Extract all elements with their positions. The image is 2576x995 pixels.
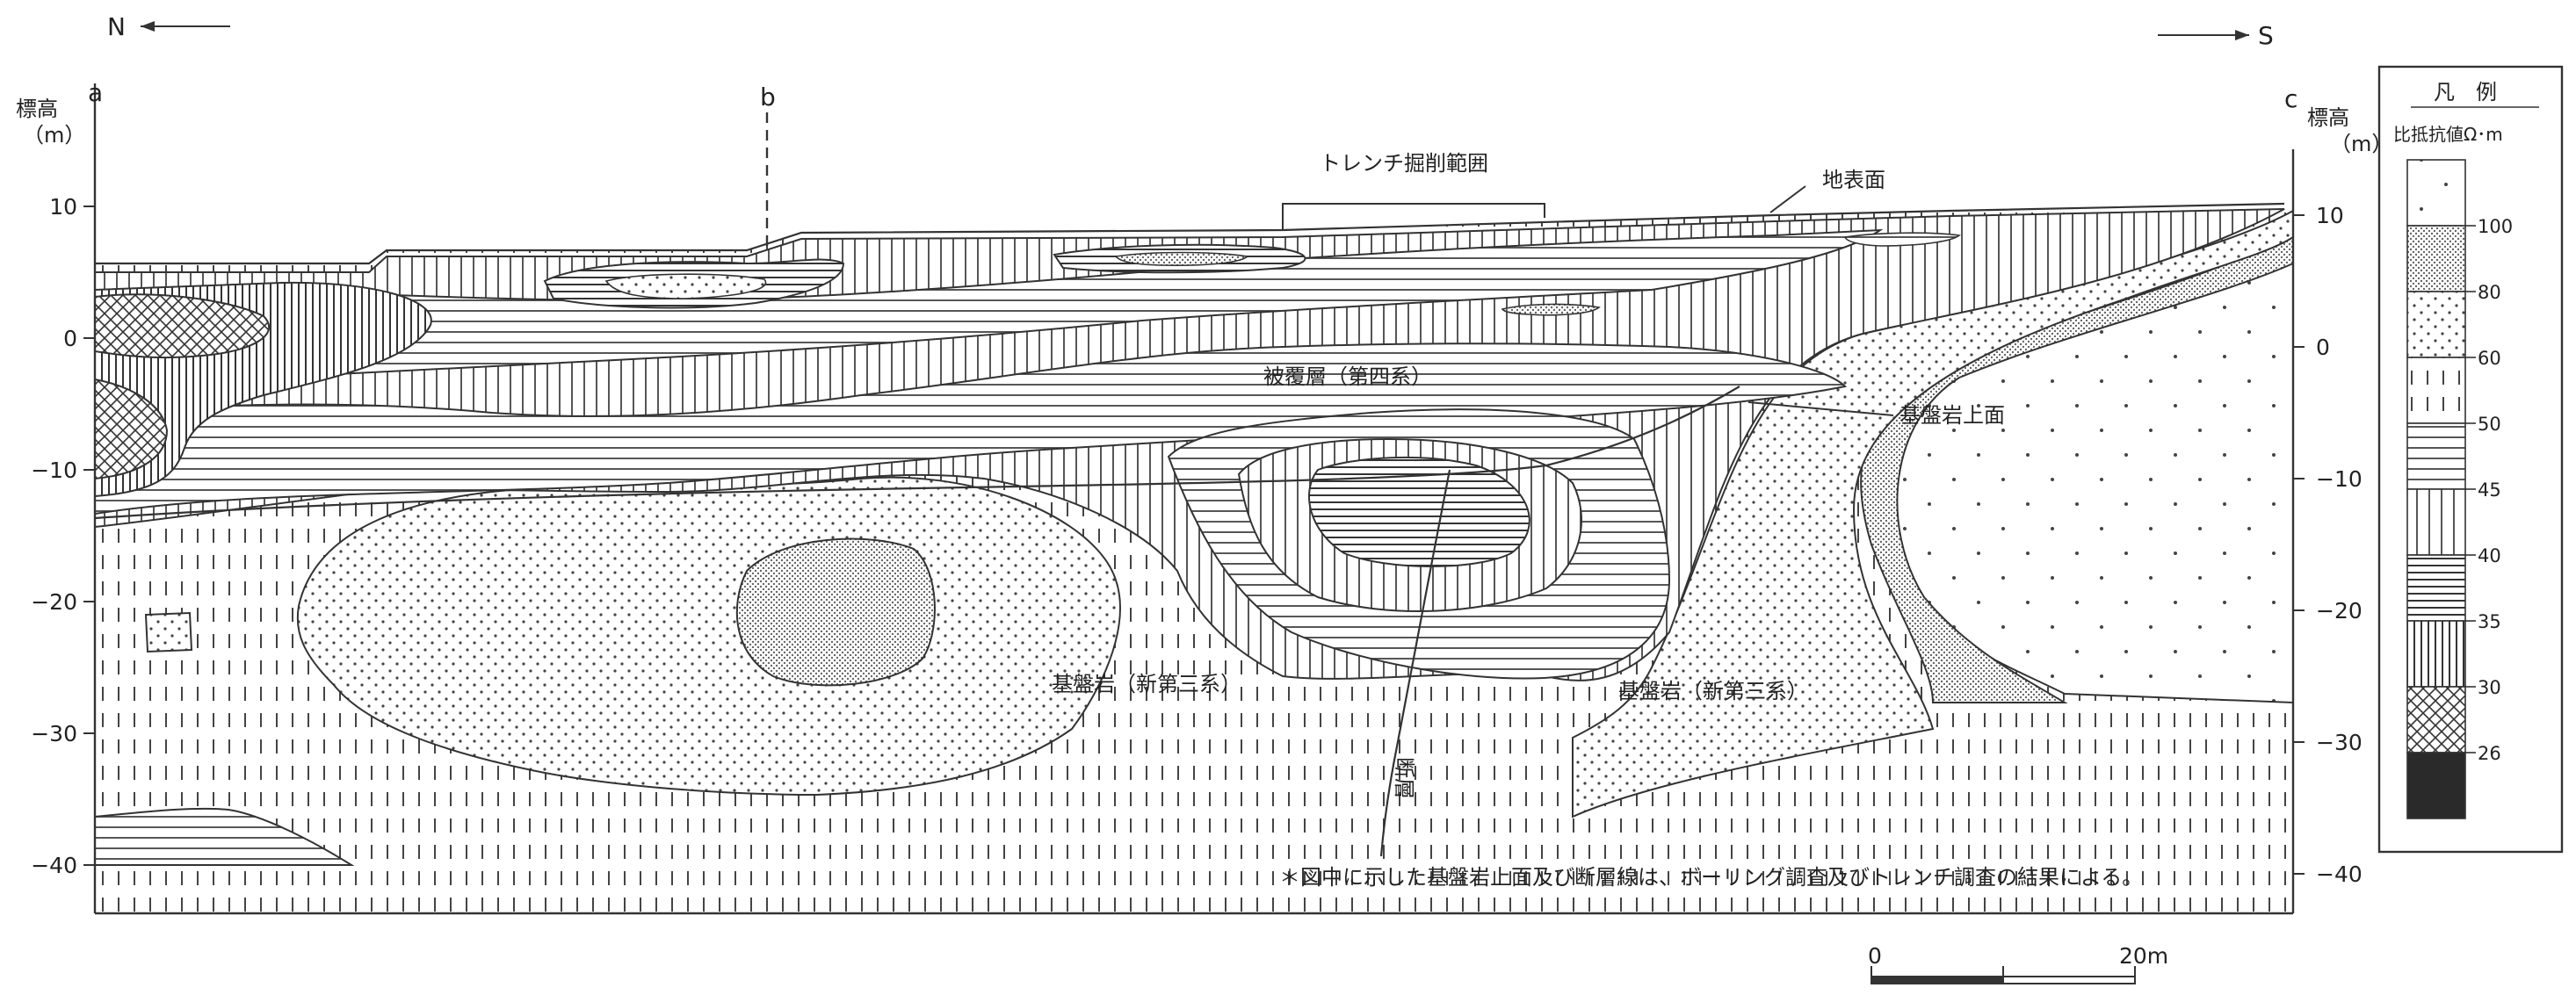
right-tick-label: −40 [2316,862,2363,887]
lens-small-fine [1501,303,1601,316]
legend-value-label: 60 [2478,348,2501,369]
legend-swatch-crosshatch [2406,686,2466,753]
zone-dots-pocket [144,611,193,653]
right-tick-label: −20 [2316,598,2363,624]
right-axis-label: 標高 [2307,105,2349,130]
bedrock-label-right: 基盤岩（新第三系） [1618,679,1808,703]
legend-value-label: 30 [2478,677,2501,698]
left-tick-label: −20 [31,589,77,615]
left-axis-label: 標高 [16,97,58,121]
legend-swatches: 100 80 60 50 45 40 35 30 26 [2406,159,2513,819]
left-tick-label: −40 [31,853,77,878]
point-c: c [2284,84,2297,113]
legend-swatch-solid-black [2406,752,2466,819]
point-a: a [88,78,103,107]
footnote: ＊図中に示した基盤岩上面及び断層線は、ボーリング調査及びトレンチ調査の結果による… [1279,865,2143,890]
lens-right-upper [1843,232,1961,247]
legend-value-label: 45 [2478,479,2501,501]
left-tick-label: −30 [31,721,77,746]
left-tick-label: 10 [49,194,77,220]
band-horizontal-2 [94,342,1848,516]
legend-swatch-sparse-dots [2406,159,2466,227]
legend-value-label: 26 [2478,743,2501,764]
legend-value-label: 100 [2478,216,2513,237]
left-axis-unit: （m） [23,123,85,148]
lens-left-cross-2 [94,378,169,480]
right-axis: 標高 （m） 100−10−20−30−40 [2293,105,2392,887]
bedrock-label-left: 基盤岩（新第三系） [1052,672,1241,696]
lens-horizontal-core [1308,456,1530,567]
left-tick-label: 0 [63,326,77,351]
bedrock-surface-line [94,386,1740,520]
right-tick-label: 0 [2316,335,2330,360]
south-label: S [2258,21,2274,50]
ground-surface-label: 地表面 [1822,168,1885,192]
trench-range-label: トレンチ掘削範囲 [1320,151,1488,176]
legend-title: 凡 例 [2434,80,2497,105]
legend: 凡 例 比抵抗値Ω･m 100 80 60 50 45 40 35 30 26 [2377,65,2564,854]
section-body [93,83,2295,915]
legend-value-label: 40 [2478,545,2501,566]
trench-range-marker: トレンチ掘削範囲 [1282,151,1545,230]
lens-trench-core [1114,251,1249,266]
legend-frame [2377,65,2564,854]
right-tick-labels: 10 0 −10 −20 −30 −40 [2293,203,2363,887]
right-tick-label: −30 [2316,730,2363,755]
south-arrow: S [2158,21,2274,50]
left-tick-label: −10 [31,458,77,483]
right-tick-label: −10 [2316,466,2363,492]
north-arrow: N [107,12,230,41]
legend-value-label: 35 [2478,611,2501,632]
scale-end: 20m [2119,943,2168,969]
legend-swatch-dense-horizontal-lines [2406,554,2466,622]
north-label: N [107,12,126,41]
scale-bar: 0 20m [1868,943,2168,984]
legend-swatch-dense-vertical-lines [2406,620,2466,688]
legend-swatch-dashed-vertical [2406,357,2466,424]
legend-subtitle: 比抵抗値Ω･m [2393,124,2503,145]
cover-layer-label: 被覆層（第四系） [1263,364,1432,389]
point-b: b [760,83,776,112]
legend-value-label: 50 [2478,414,2501,435]
legend-swatch-dots [2406,291,2466,358]
strip-bottom-left [94,807,355,866]
legend-swatch-vertical-lines [2406,488,2466,556]
left-tick-labels: 10 0 −10 −20 −30 −40 [31,194,95,878]
zone-fine-dots-left [735,537,936,687]
legend-swatch-fine-dots [2406,225,2466,292]
lens-b-core [604,273,767,299]
scale-start: 0 [1868,943,1882,969]
legend-swatch-horizontal-lines [2406,422,2466,490]
fault-label: 断層 [1392,757,1416,799]
right-tick-label: 10 [2316,203,2344,228]
ground-surface-line [95,202,2285,265]
left-axis: 標高 （m） 10 0 −10 −20 −30 −40 [16,97,95,878]
ground-surface-callout: 地表面 [1769,168,1885,213]
fault-line [1379,469,1451,857]
lens-left-cross-1 [94,293,270,359]
bedrock-surface-callout: 基盤岩上面 [1747,401,2005,428]
legend-value-label: 80 [2478,282,2501,303]
bedrock-surface-label: 基盤岩上面 [1899,403,2005,428]
